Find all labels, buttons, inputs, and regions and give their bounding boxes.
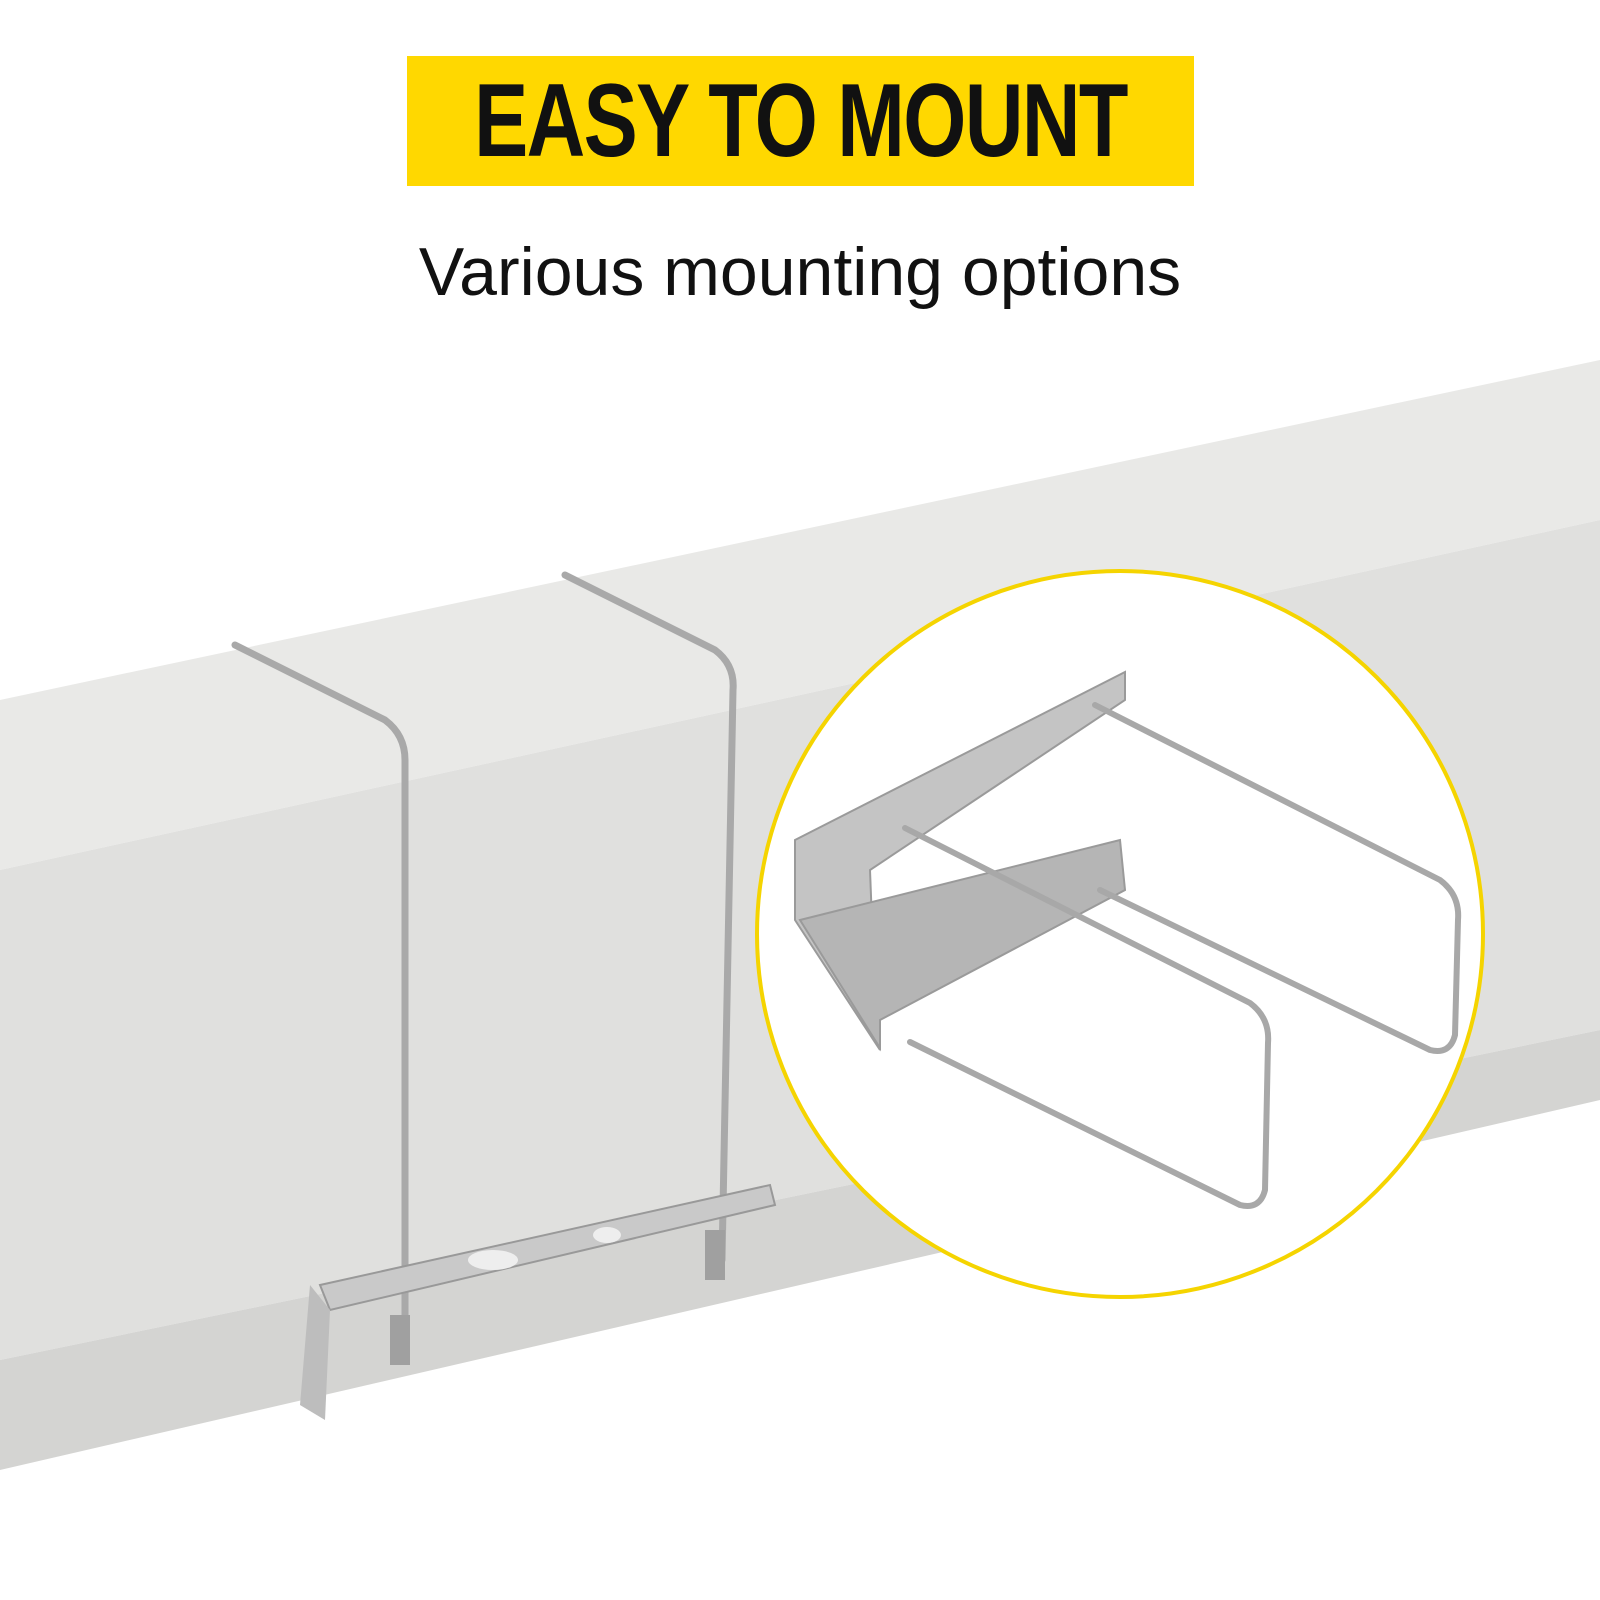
title-banner: EASY TO MOUNT xyxy=(407,56,1194,186)
banner-title: EASY TO MOUNT xyxy=(474,63,1128,179)
subtitle: Various mounting options xyxy=(418,234,1182,310)
u-bolt-left xyxy=(231,571,737,1354)
bracket-detail xyxy=(794,670,1462,1209)
bracket-plate xyxy=(300,1183,777,1420)
